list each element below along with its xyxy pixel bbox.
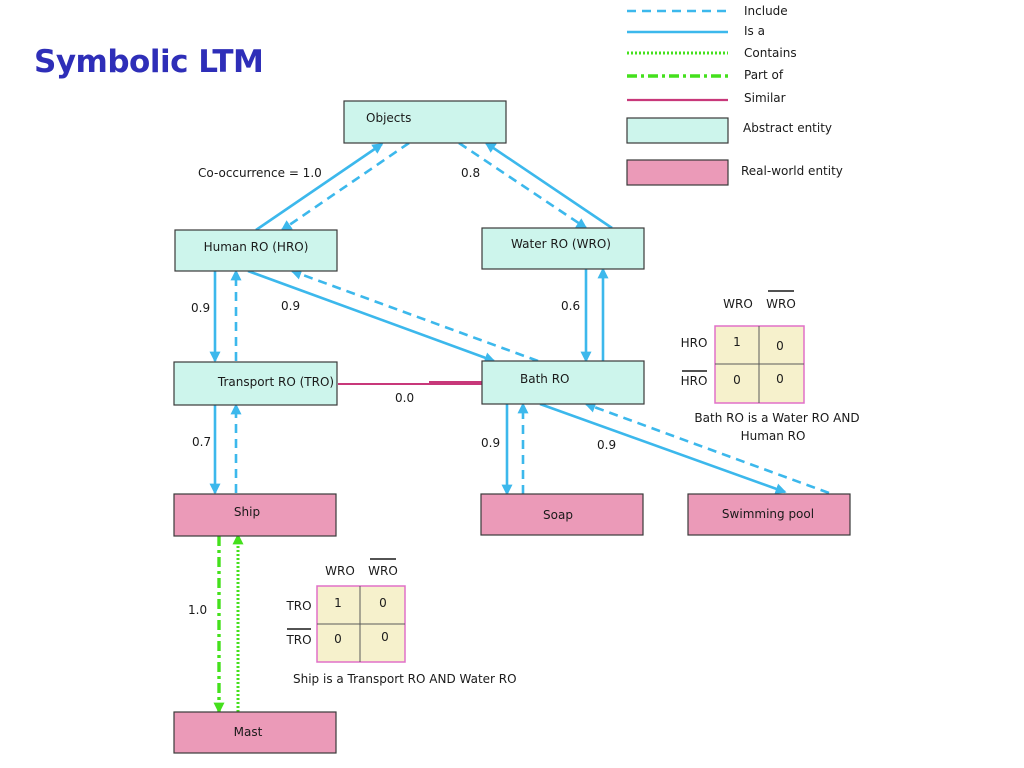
label-bath-pool: 0.9 [597, 438, 616, 452]
matrix-ship-caption: Ship is a Transport RO AND Water RO [293, 672, 517, 686]
label-objects-wro: 0.8 [461, 166, 480, 180]
legend-similar-label: Similar [744, 91, 786, 105]
node-bath-ro-label: Bath RO [520, 372, 570, 386]
matrix-ship-col-not-wro: WRO [368, 564, 398, 578]
matrix-bath-ro: WRO WRO HRO HRO 1 0 0 0 Bath RO is a Wat… [681, 290, 860, 443]
node-mast-label: Mast [234, 725, 263, 739]
node-soap [480, 493, 644, 536]
node-bath-ro [481, 360, 645, 405]
legend-is-a-label: Is a [744, 24, 765, 38]
matrix-bath-row-hro: HRO [681, 336, 708, 350]
include-arrow-objects-to-wro [458, 141, 588, 230]
legend-abstract-label: Abstract entity [743, 121, 832, 135]
node-transport-ro-label: Transport RO (TRO) [217, 375, 334, 389]
isa-arrow-pool-to-bath [584, 402, 830, 495]
legend-real-swatch [626, 159, 729, 186]
label-bath-soap: 0.9 [481, 436, 500, 450]
legend-part-of-label: Part of [744, 68, 784, 82]
matrix-bath-cell: 1 [733, 335, 741, 349]
node-human-ro-label: Human RO (HRO) [204, 240, 309, 254]
label-wro-bath: 0.6 [561, 299, 580, 313]
matrix-ship-cell: 0 [381, 630, 389, 644]
matrix-bath-row-not-hro: HRO [681, 374, 708, 388]
matrix-bath-cell: 0 [733, 373, 741, 387]
node-mast [173, 711, 337, 754]
legend-real-label: Real-world entity [741, 164, 843, 178]
node-ship [173, 493, 337, 537]
node-objects [343, 100, 507, 144]
label-cooccurrence: Co-occurrence = 1.0 [198, 166, 322, 180]
isa-arrow-bath-to-hro [290, 269, 539, 363]
node-water-ro [481, 227, 645, 270]
matrix-bath-cell: 0 [776, 372, 784, 386]
label-ship-mast: 1.0 [188, 603, 207, 617]
matrix-bath-cell: 0 [776, 339, 784, 353]
matrix-bath-col-not-wro: WRO [766, 297, 796, 311]
matrix-ship-row-tro: TRO [285, 599, 311, 613]
matrix-ship-col-wro: WRO [325, 564, 355, 578]
node-transport-ro [173, 361, 338, 406]
isa-arrow-wro-to-objects [484, 141, 613, 230]
include-arrow-objects-to-hro [280, 141, 410, 232]
label-tro-ship: 0.7 [192, 435, 211, 449]
node-water-ro-label: Water RO (WRO) [511, 237, 611, 251]
node-ship-label: Ship [234, 505, 260, 519]
include-arrow-hro-to-bath [247, 269, 496, 363]
node-human-ro [174, 229, 338, 272]
legend-contains-label: Contains [744, 46, 797, 60]
label-hro-bath: 0.9 [281, 299, 300, 313]
slide-title: Symbolic LTM [34, 44, 264, 80]
node-swimming-pool-label: Swimming pool [722, 507, 814, 521]
matrix-ship-cell: 1 [334, 596, 342, 610]
matrix-ship-row-not-tro: TRO [285, 633, 311, 647]
legend: Include Is a Contains Part of Similar Ab… [626, 4, 843, 186]
legend-abstract-swatch [626, 117, 729, 144]
edge-labels: Co-occurrence = 1.0 0.8 0.9 0.9 0.6 0.0 … [188, 166, 616, 617]
matrix-ship: WRO WRO TRO TRO 1 0 0 0 Ship is a Transp… [285, 558, 517, 686]
node-swimming-pool [687, 493, 851, 536]
nodes: Objects Human RO (HRO) Water RO (WRO) Tr… [173, 100, 851, 754]
matrix-ship-cell: 0 [379, 596, 387, 610]
matrix-bath-caption: Bath RO is a Water RO AND [694, 411, 859, 425]
matrix-ship-cell: 0 [334, 632, 342, 646]
matrix-bath-caption: Human RO [741, 429, 806, 443]
isa-arrow-hro-to-objects [255, 142, 384, 232]
node-objects-label: Objects [366, 111, 411, 125]
label-hro-tro: 0.9 [191, 301, 210, 315]
legend-include-label: Include [744, 4, 788, 18]
matrix-bath-col-wro: WRO [723, 297, 753, 311]
edges [209, 141, 830, 714]
label-tro-bath: 0.0 [395, 391, 414, 405]
node-soap-label: Soap [543, 508, 573, 522]
include-arrow-bath-to-pool [539, 402, 787, 495]
